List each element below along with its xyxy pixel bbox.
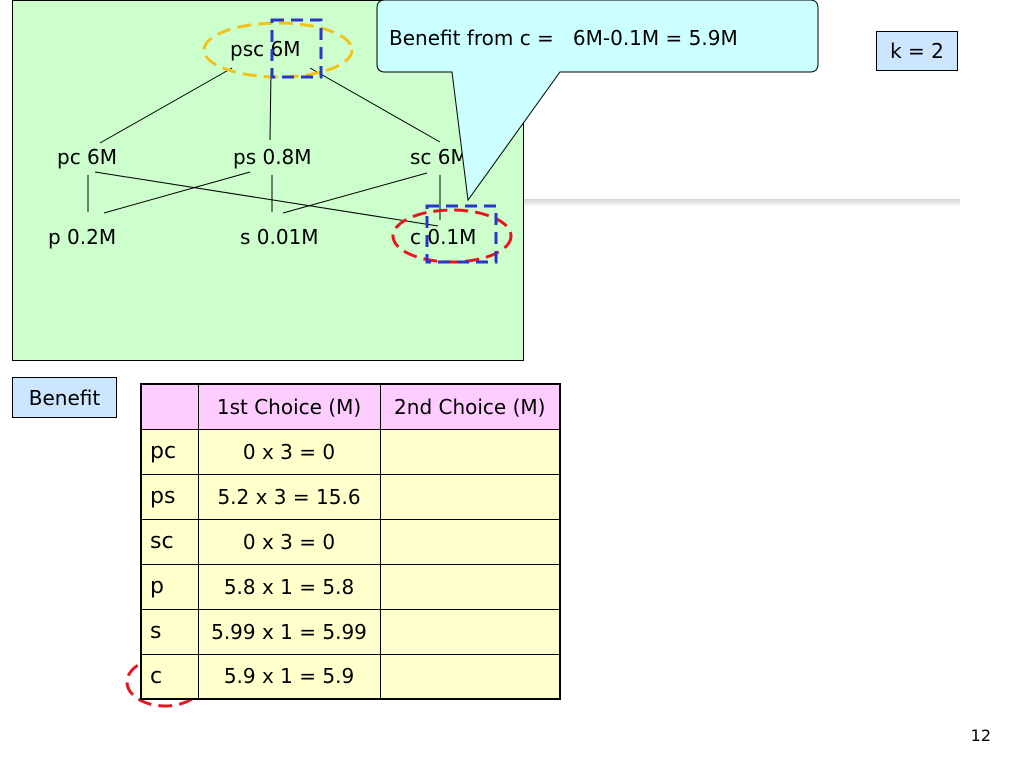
page-number: 12 (970, 726, 991, 745)
table-row: c 5.9 x 1 = 5.9 (140, 653, 561, 700)
callout-prefix: Benefit from c = (389, 26, 554, 50)
second-choice-value (379, 473, 561, 520)
edge-psc-sc (309, 67, 441, 143)
second-choice-value (379, 653, 561, 700)
second-choice-value (379, 518, 561, 565)
benefit-label: Benefit (12, 377, 117, 418)
node-s: s 0.01M (240, 225, 319, 249)
first-choice-value: 5.9 x 1 = 5.9 (197, 653, 381, 700)
node-p: p 0.2M (48, 225, 117, 249)
first-choice-value: 5.2 x 3 = 15.6 (197, 473, 381, 520)
node-sc: sc 6M (410, 145, 468, 169)
yellow-dashed-ellipse (202, 21, 354, 79)
header-second-choice: 2nd Choice (M) (379, 383, 561, 430)
table-row: p 5.8 x 1 = 5.8 (140, 563, 561, 610)
second-choice-value (379, 428, 561, 475)
red-dashed-ellipse-c (391, 208, 513, 264)
row-view-label: c (140, 653, 199, 700)
node-pc: pc 6M (57, 145, 118, 169)
edge-ps-p (103, 171, 251, 214)
header-empty (140, 383, 199, 430)
table-row: ps 5.2 x 3 = 15.6 (140, 473, 561, 520)
edge-pc-c (94, 171, 439, 227)
row-view-label: s (140, 608, 199, 655)
table-header-row: 1st Choice (M) 2nd Choice (M) (140, 383, 561, 430)
callout-text: Benefit from c = 6M-0.1M = 5.9M (389, 28, 738, 48)
first-choice-value: 5.8 x 1 = 5.8 (197, 563, 381, 610)
second-choice-value (379, 563, 561, 610)
table-row: pc 0 x 3 = 0 (140, 428, 561, 475)
callout-formula: 6M-0.1M = 5.9M (572, 26, 738, 50)
first-choice-value: 5.99 x 1 = 5.99 (197, 608, 381, 655)
k-label: k = 2 (876, 31, 958, 71)
second-choice-value (379, 608, 561, 655)
node-psc: psc 6M (230, 37, 301, 61)
row-view-label: pc (140, 428, 199, 475)
row-view-label: sc (140, 518, 199, 565)
table-row: sc 0 x 3 = 0 (140, 518, 561, 565)
blue-dashed-box-psc (270, 18, 323, 79)
decorative-bar (524, 199, 960, 207)
first-choice-value: 0 x 3 = 0 (197, 428, 381, 475)
table-row: s 5.99 x 1 = 5.99 (140, 608, 561, 655)
row-view-label: ps (140, 473, 199, 520)
header-first-choice: 1st Choice (M) (197, 383, 381, 430)
first-choice-value: 0 x 3 = 0 (197, 518, 381, 565)
blue-dashed-box-c (425, 204, 498, 264)
node-ps: ps 0.8M (233, 145, 312, 169)
row-view-label: p (140, 563, 199, 610)
edge-psc-pc (99, 67, 233, 144)
benefit-table: 1st Choice (M) 2nd Choice (M) pc 0 x 3 =… (140, 383, 561, 700)
edge-psc-ps (269, 69, 272, 141)
edge-sc-s (282, 172, 428, 214)
